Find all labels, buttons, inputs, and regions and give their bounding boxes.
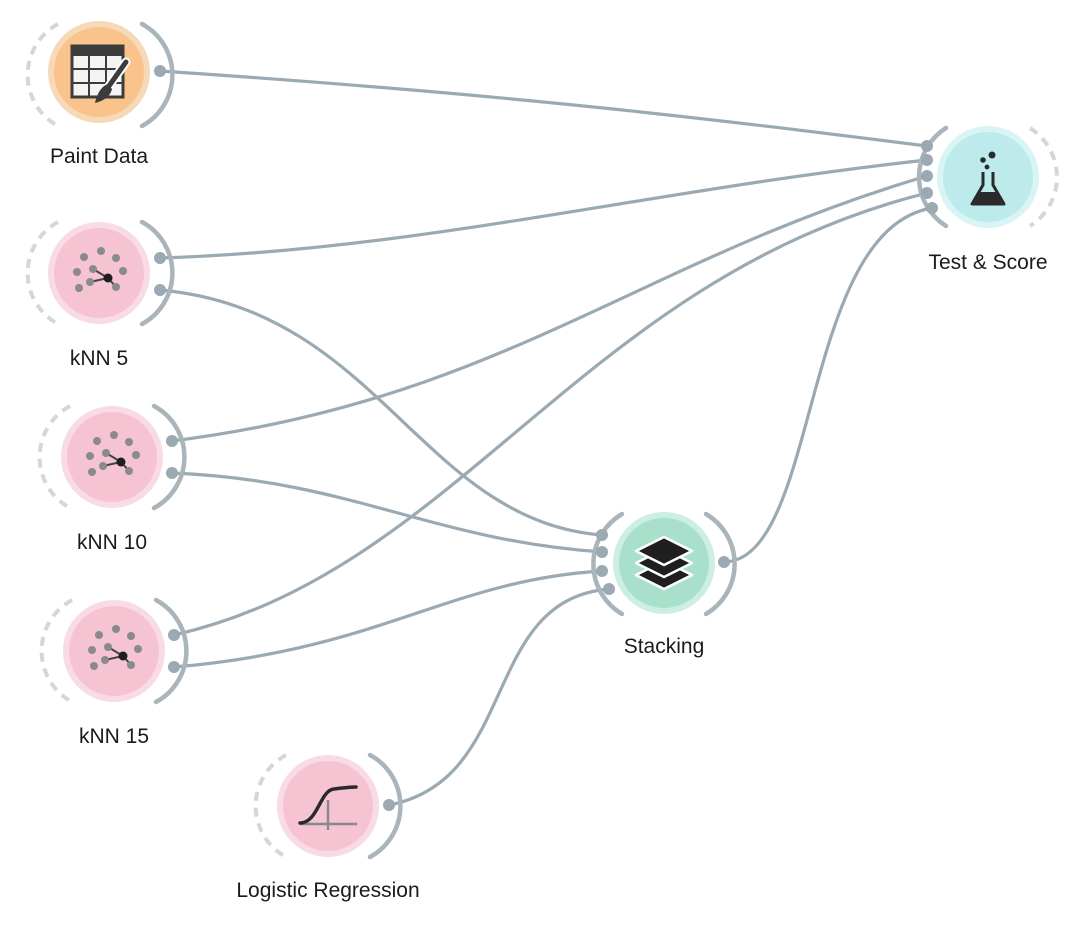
node-label-test-score: Test & Score bbox=[928, 251, 1047, 274]
node-body bbox=[943, 132, 1033, 222]
node-label-knn-5: kNN 5 bbox=[70, 347, 128, 370]
knn-icon bbox=[73, 247, 127, 292]
node-knn-5[interactable]: kNN 5 bbox=[25, 219, 175, 370]
link-knn-15-to-stacking[interactable] bbox=[172, 569, 604, 669]
output-port[interactable] bbox=[168, 629, 180, 641]
link-knn-10-to-test-score[interactable] bbox=[170, 174, 929, 443]
node-label-paint-data: Paint Data bbox=[50, 145, 148, 168]
output-port[interactable] bbox=[154, 252, 166, 264]
node-label-knn-10: kNN 10 bbox=[77, 531, 147, 554]
output-port[interactable] bbox=[718, 556, 730, 568]
link-knn-10-to-stacking[interactable] bbox=[170, 471, 604, 554]
output-anchor-arc[interactable] bbox=[151, 403, 187, 511]
output-anchor-arc[interactable] bbox=[703, 511, 737, 617]
input-anchor-arc[interactable] bbox=[591, 511, 625, 617]
knn-icon bbox=[86, 431, 140, 476]
output-anchor-arc bbox=[1028, 126, 1059, 228]
input-port[interactable] bbox=[603, 583, 615, 595]
node-knn-10[interactable]: kNN 10 bbox=[37, 403, 187, 554]
input-anchor-arc bbox=[25, 220, 59, 326]
link-knn-5-to-stacking[interactable] bbox=[158, 288, 604, 537]
node-paint-data[interactable]: Paint Data bbox=[25, 21, 175, 168]
node-label-knn-15: kNN 15 bbox=[79, 725, 149, 748]
input-anchor-arc bbox=[25, 22, 59, 128]
input-anchor-arc bbox=[37, 404, 71, 510]
input-port[interactable] bbox=[596, 565, 608, 577]
input-port[interactable] bbox=[921, 187, 933, 199]
input-port[interactable] bbox=[921, 170, 933, 182]
logistic-curve-icon bbox=[298, 785, 358, 830]
output-anchor-arc[interactable] bbox=[367, 752, 403, 860]
input-port[interactable] bbox=[926, 202, 938, 214]
link-knn-5-to-test-score[interactable] bbox=[158, 158, 929, 260]
paint-data-icon bbox=[70, 44, 131, 103]
output-port[interactable] bbox=[166, 435, 178, 447]
output-port[interactable] bbox=[168, 661, 180, 673]
output-port[interactable] bbox=[154, 284, 166, 296]
layers-icon bbox=[634, 535, 694, 591]
node-label-stacking: Stacking bbox=[624, 635, 705, 658]
output-port[interactable] bbox=[383, 799, 395, 811]
link-logistic-regression-to-stacking[interactable] bbox=[387, 587, 611, 807]
input-anchor-arc bbox=[39, 598, 73, 704]
input-anchor-arc bbox=[253, 753, 287, 859]
node-label-logistic-regression: Logistic Regression bbox=[236, 879, 419, 902]
link-knn-15-to-test-score[interactable] bbox=[172, 191, 929, 637]
link-paint-data-to-test-score[interactable] bbox=[158, 69, 929, 148]
input-port[interactable] bbox=[596, 546, 608, 558]
flask-icon bbox=[970, 151, 1006, 206]
output-anchor-arc[interactable] bbox=[153, 597, 189, 705]
input-port[interactable] bbox=[921, 154, 933, 166]
node-logistic-regression[interactable]: Logistic Regression bbox=[236, 752, 420, 902]
links-layer bbox=[158, 69, 934, 807]
input-anchor-arc[interactable] bbox=[916, 125, 949, 229]
input-port[interactable] bbox=[596, 529, 608, 541]
output-port[interactable] bbox=[154, 65, 166, 77]
node-stacking[interactable]: Stacking bbox=[591, 511, 737, 658]
output-port[interactable] bbox=[166, 467, 178, 479]
node-knn-15[interactable]: kNN 15 bbox=[39, 597, 189, 748]
output-anchor-arc[interactable] bbox=[139, 219, 175, 327]
link-stacking-to-test-score[interactable] bbox=[722, 206, 934, 564]
output-anchor-arc[interactable] bbox=[139, 21, 175, 129]
knn-icon bbox=[88, 625, 142, 670]
input-port[interactable] bbox=[921, 140, 933, 152]
node-test-score[interactable]: Test & Score bbox=[916, 125, 1059, 274]
